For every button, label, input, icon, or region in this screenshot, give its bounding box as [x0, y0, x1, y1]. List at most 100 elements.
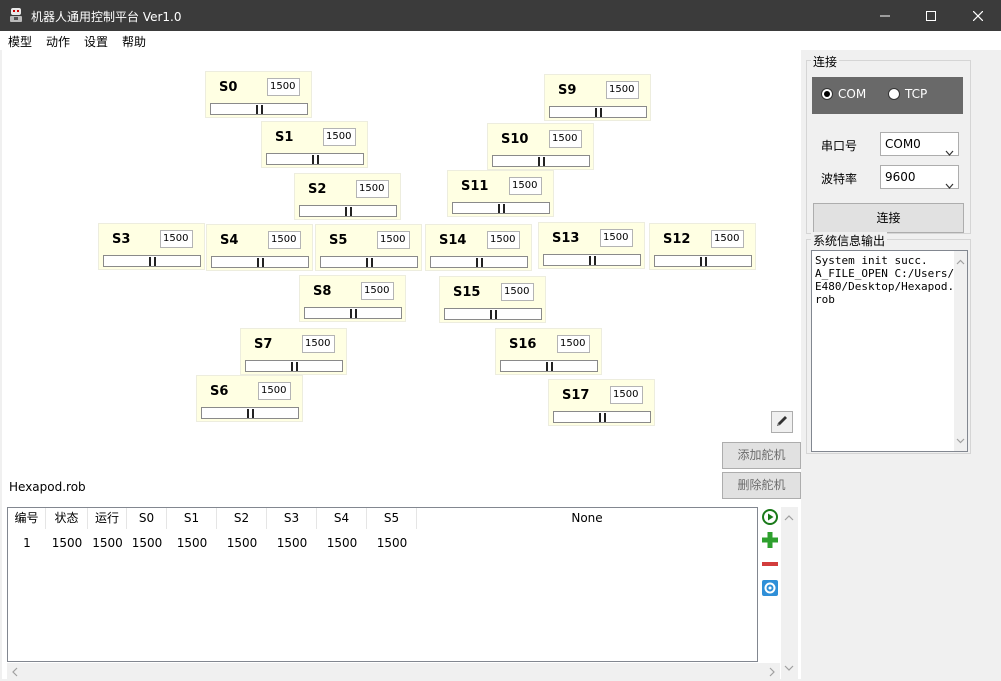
system-log-textarea[interactable]: System init succ. A_FILE_OPEN C:/Users/E…: [811, 250, 968, 452]
slider-thumb[interactable]: [700, 257, 707, 266]
servo-slider[interactable]: [492, 155, 590, 167]
minimize-icon: [880, 11, 890, 21]
servo-value-input[interactable]: 1500: [361, 282, 394, 300]
servo-value-input[interactable]: 1500: [268, 231, 301, 249]
add-servo-button[interactable]: 添加舵机: [722, 442, 801, 469]
row-settings-button[interactable]: [760, 579, 780, 599]
servo-value-input[interactable]: 1500: [267, 78, 300, 96]
close-button[interactable]: [955, 0, 1001, 31]
slider-thumb[interactable]: [595, 108, 602, 117]
title-bar: 机器人通用控制平台 Ver1.0: [0, 0, 1001, 31]
edit-button[interactable]: [771, 411, 793, 433]
servo-slider[interactable]: [654, 255, 752, 267]
slider-thumb[interactable]: [312, 155, 319, 164]
servo-slider[interactable]: [304, 307, 402, 319]
servo-value-input[interactable]: 1500: [377, 231, 410, 249]
servo-slider[interactable]: [266, 153, 364, 165]
servo-slider[interactable]: [210, 103, 308, 115]
servo-slider[interactable]: [430, 256, 528, 268]
servo-slider[interactable]: [320, 256, 418, 268]
servo-slider[interactable]: [299, 205, 397, 217]
servo-value-input[interactable]: 1500: [302, 335, 335, 353]
table-vertical-scrollbar[interactable]: [781, 507, 798, 679]
column-header-run[interactable]: 运行: [88, 508, 127, 529]
log-vertical-scrollbar[interactable]: [954, 251, 967, 451]
column-header-status[interactable]: 状态: [46, 508, 88, 529]
servo-slider[interactable]: [103, 255, 201, 267]
delete-row-button[interactable]: [760, 555, 780, 575]
column-header-s4[interactable]: S4: [317, 508, 367, 529]
servo-value-input[interactable]: 1500: [610, 386, 643, 404]
slider-thumb[interactable]: [490, 310, 497, 319]
servo-value-input[interactable]: 1500: [487, 231, 520, 249]
servo-slider[interactable]: [211, 256, 309, 268]
servo-value-input[interactable]: 1500: [606, 81, 639, 99]
connect-button[interactable]: 连接: [813, 203, 964, 233]
slider-thumb[interactable]: [589, 256, 596, 265]
column-header-s1[interactable]: S1: [167, 508, 217, 529]
menu-help[interactable]: 帮助: [122, 35, 147, 49]
servo-value-input[interactable]: 1500: [501, 283, 534, 301]
slider-thumb[interactable]: [599, 413, 606, 422]
column-header-s5[interactable]: S5: [367, 508, 417, 529]
slider-thumb[interactable]: [366, 258, 373, 267]
slider-thumb[interactable]: [256, 105, 263, 114]
minimize-button[interactable]: [862, 0, 908, 31]
slider-thumb[interactable]: [498, 204, 505, 213]
servo-value-input[interactable]: 1500: [509, 177, 542, 195]
slider-thumb[interactable]: [345, 207, 352, 216]
servo-slider[interactable]: [543, 254, 641, 266]
column-header-index[interactable]: 编号: [8, 508, 46, 529]
slider-thumb[interactable]: [291, 362, 298, 371]
column-header-s3[interactable]: S3: [267, 508, 317, 529]
servo-slider[interactable]: [444, 308, 542, 320]
servo-value-input[interactable]: 1500: [549, 130, 582, 148]
menu-settings[interactable]: 设置: [84, 35, 109, 49]
servo-value-input[interactable]: 1500: [258, 382, 291, 400]
menu-model[interactable]: 模型: [8, 35, 33, 49]
radio-tcp[interactable]: TCP: [888, 87, 927, 101]
action-table[interactable]: 编号 状态 运行 S0 S1 S2 S3 S4 S5 None 1 1500 1…: [7, 507, 758, 662]
servo-slider[interactable]: [553, 411, 651, 423]
servo-panel-s6: S6 1500: [196, 375, 303, 422]
run-action-button[interactable]: [760, 508, 780, 528]
servo-value-input[interactable]: 1500: [711, 230, 744, 248]
servo-panel-s0: S0 1500: [205, 71, 312, 118]
baud-select[interactable]: 9600: [880, 165, 959, 189]
servo-label: S2: [308, 182, 327, 197]
slider-thumb[interactable]: [149, 257, 156, 266]
servo-slider[interactable]: [201, 407, 299, 419]
maximize-button[interactable]: [908, 0, 954, 31]
slider-thumb[interactable]: [247, 409, 254, 418]
plus-icon: [761, 531, 779, 552]
servo-label: S10: [501, 132, 529, 147]
column-header-s0[interactable]: S0: [127, 508, 167, 529]
slider-thumb[interactable]: [350, 309, 357, 318]
table-horizontal-scrollbar[interactable]: [7, 663, 780, 679]
slider-thumb[interactable]: [546, 362, 553, 371]
servo-value-input[interactable]: 1500: [600, 229, 633, 247]
servo-value-input[interactable]: 1500: [557, 335, 590, 353]
port-label: 串口号: [821, 139, 858, 153]
servo-value-input[interactable]: 1500: [323, 128, 356, 146]
menu-action[interactable]: 动作: [46, 35, 71, 49]
servo-slider[interactable]: [452, 202, 550, 214]
servo-slider[interactable]: [549, 106, 647, 118]
port-select[interactable]: COM0: [880, 132, 959, 156]
table-cell: 1500: [276, 536, 308, 550]
delete-servo-button[interactable]: 删除舵机: [722, 472, 801, 499]
column-header-none[interactable]: None: [571, 511, 603, 525]
servo-slider[interactable]: [500, 360, 598, 372]
radio-com[interactable]: COM: [821, 87, 866, 101]
servo-slider[interactable]: [245, 360, 343, 372]
connection-group-label: 连接: [811, 53, 840, 70]
servo-value-input[interactable]: 1500: [160, 230, 193, 248]
column-header-s2[interactable]: S2: [217, 508, 267, 529]
slider-thumb[interactable]: [257, 258, 264, 267]
servo-value-input[interactable]: 1500: [356, 180, 389, 198]
slider-thumb[interactable]: [538, 157, 545, 166]
play-icon: [762, 508, 778, 528]
baud-value: 9600: [885, 170, 916, 184]
slider-thumb[interactable]: [476, 258, 483, 267]
add-row-button[interactable]: [760, 531, 780, 551]
